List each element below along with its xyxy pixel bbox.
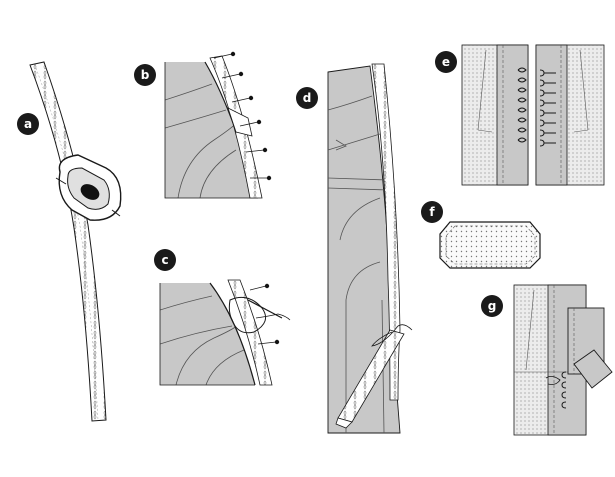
badge-label-d: d: [303, 91, 312, 105]
badge-label-f: f: [429, 205, 435, 219]
badge-d: d: [296, 87, 318, 109]
panel-d: [327, 63, 413, 434]
badge-f: f: [421, 201, 443, 223]
panel-f: [439, 221, 541, 269]
eye-row-icon: [517, 67, 527, 143]
badge-c: c: [154, 249, 176, 271]
panel-a: [29, 61, 122, 422]
badge-a: a: [17, 113, 39, 135]
badge-label-b: b: [141, 68, 150, 82]
cord-stopper-icon: [55, 154, 122, 221]
panel-g: [513, 284, 613, 436]
badge-label-c: c: [161, 253, 168, 267]
badge-g: g: [481, 295, 503, 317]
trim-ribbon-a: [29, 61, 107, 422]
panel-b: [164, 51, 272, 199]
badge-label-e: e: [442, 55, 450, 69]
badge-label-g: g: [488, 299, 497, 313]
panel-c: [159, 279, 291, 386]
panel-e: [461, 44, 605, 186]
badge-label-a: a: [24, 117, 32, 131]
trim-strip-d: [371, 63, 401, 401]
needle-thread-icon: [228, 296, 291, 334]
pins-b: [213, 51, 272, 181]
badge-e: e: [435, 51, 457, 73]
badge-b: b: [134, 64, 156, 86]
hook-row-icon: [539, 69, 556, 147]
